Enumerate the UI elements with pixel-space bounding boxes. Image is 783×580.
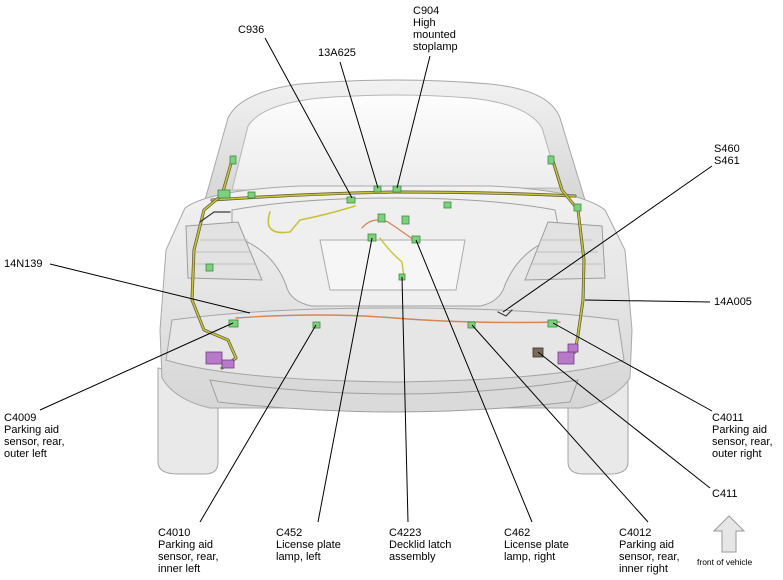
- label-c936-line: C936: [238, 24, 264, 36]
- connector-c4011: [547, 319, 558, 328]
- connector-left-pillar: [229, 155, 237, 165]
- label-c4009: C4009 Parking aid sensor, rear, outer le…: [4, 412, 68, 460]
- label-c4011-line-3: sensor, rear,: [712, 436, 773, 448]
- connector-c462-upper: [411, 235, 421, 244]
- orientation-text: front of vehicle: [697, 557, 753, 567]
- connector-c4009: [228, 319, 239, 328]
- label-c4010-line-4: inner left: [158, 563, 200, 575]
- connector-c4010: [312, 321, 321, 329]
- left-bumper-bracket: [205, 351, 223, 365]
- leader-c411: [537, 351, 711, 489]
- callout-labels: C936 13A625 C904 High mounted stoplamp S…: [4, 5, 776, 575]
- label-c4010-line-2: Parking aid: [158, 539, 213, 551]
- leader-c4009: [39, 322, 234, 411]
- label-c4012-line-1: C4012: [619, 527, 651, 539]
- leader-c4223: [401, 276, 409, 523]
- label-c4009-line-1: C4009: [4, 412, 36, 424]
- label-c4009-line-4: outer left: [4, 448, 47, 460]
- leader-c462: [415, 239, 533, 523]
- label-c4009-line-3: sensor, rear,: [4, 436, 65, 448]
- label-c4011-line-2: Parking aid: [712, 424, 767, 436]
- leader-c4012: [471, 324, 649, 523]
- label-13a625: 13A625: [318, 47, 356, 59]
- label-s460-line-1: S460: [714, 143, 740, 155]
- license-plate-recess: [319, 239, 466, 291]
- connector-c936: [346, 196, 356, 204]
- label-c4010-line-1: C4010: [158, 527, 190, 539]
- label-c4223-line-2: Decklid latch: [389, 539, 451, 551]
- label-c4010-line-3: sensor, rear,: [158, 551, 219, 563]
- connector-left-upper: [217, 189, 231, 199]
- label-c452-line-2: License plate: [276, 539, 341, 551]
- connector-c4012: [467, 321, 476, 329]
- left-tail-lamp: [185, 221, 263, 281]
- label-c4223-line-3: assembly: [389, 551, 436, 563]
- label-14a005-line: 14A005: [714, 296, 752, 308]
- label-c904-line-3: mounted: [413, 29, 456, 41]
- connector-decklid-left: [377, 213, 386, 223]
- label-c411: C411: [712, 488, 737, 500]
- leader-c452: [317, 237, 373, 523]
- rear-window: [231, 94, 561, 191]
- label-c4011-line-4: outer right: [712, 448, 762, 460]
- leader-s460: [502, 165, 713, 313]
- connector-c452-upper: [367, 233, 377, 242]
- leader-c904: [396, 55, 431, 189]
- label-c4012-line-2: Parking aid: [619, 539, 674, 551]
- label-c4223-line-1: C4223: [389, 527, 421, 539]
- connector-upper-left-2: [247, 191, 256, 199]
- up-arrow-icon: [712, 515, 746, 553]
- leader-c936: [264, 37, 353, 199]
- label-c462-line-3: lamp, right: [504, 551, 555, 563]
- label-c4011-line-1: C4011: [712, 412, 744, 424]
- label-14n139: 14N139: [4, 258, 43, 270]
- label-c904-line-1: C904: [413, 5, 439, 17]
- right-bumper-bracket: [557, 351, 575, 365]
- label-c4012: C4012 Parking aid sensor, rear, inner ri…: [619, 527, 683, 575]
- connector-left-mid: [205, 263, 214, 272]
- label-c452-line-3: lamp, left: [276, 551, 321, 563]
- label-c4012-line-3: sensor, rear,: [619, 551, 680, 563]
- label-s460: S460 S461: [714, 143, 743, 167]
- label-c462-line-2: License plate: [504, 539, 569, 551]
- label-c4010: C4010 Parking aid sensor, rear, inner le…: [158, 527, 222, 575]
- label-c411-line: C411: [712, 488, 737, 500]
- label-c4012-line-4: inner right: [619, 563, 668, 575]
- label-c452: C452 License plate lamp, left: [276, 527, 344, 563]
- connector-decklid-right: [401, 215, 410, 225]
- rear-bumper: [165, 307, 625, 383]
- leader-14a005: [584, 299, 711, 303]
- label-c904-line-4: stoplamp: [413, 41, 458, 53]
- connector-right-upper: [573, 203, 582, 212]
- leader-c4010: [199, 324, 317, 523]
- label-c4009-line-2: Parking aid: [4, 424, 59, 436]
- leader-lines: [39, 37, 713, 523]
- label-c904-line-2: High: [413, 17, 436, 29]
- orientation-indicator: front of vehicle: [697, 515, 753, 567]
- label-14a005: 14A005: [714, 296, 752, 308]
- leader-c4011: [552, 322, 713, 412]
- label-c4223: C4223 Decklid latch assembly: [389, 527, 454, 563]
- label-14n139-line: 14N139: [4, 258, 43, 270]
- harness-latch-branch: [379, 237, 405, 279]
- harness-decklid-loop: [267, 205, 356, 234]
- leader-13a625: [339, 61, 379, 189]
- harness-decklid-wire: [361, 219, 415, 241]
- label-c452-line-1: C452: [276, 527, 302, 539]
- label-c4011: C4011 Parking aid sensor, rear, outer ri…: [712, 412, 776, 460]
- harness-bumper: [235, 314, 561, 324]
- label-c462: C462 License plate lamp, right: [504, 527, 572, 563]
- label-c936: C936: [238, 24, 264, 36]
- label-c904: C904 High mounted stoplamp: [413, 5, 459, 53]
- label-s460-line-2: S461: [714, 155, 740, 167]
- vehicle-rear-view: [157, 79, 633, 475]
- connector-right-pillar: [547, 155, 555, 165]
- lower-valance: [209, 379, 579, 413]
- label-c462-line-1: C462: [504, 527, 530, 539]
- connector-upper-right-2: [443, 201, 452, 209]
- leader-14n139: [49, 263, 251, 314]
- label-13a625-line: 13A625: [318, 47, 356, 59]
